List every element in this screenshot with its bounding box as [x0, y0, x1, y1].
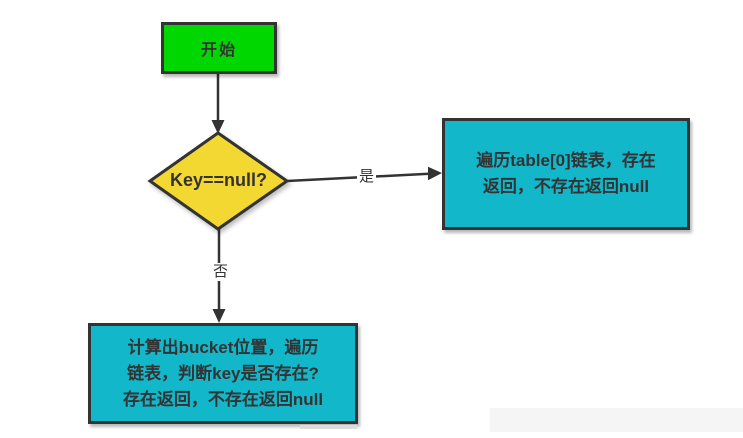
no-edge-label: 否	[211, 263, 231, 281]
process-node-table0: 遍历table[0]链表，存在 返回，不存在返回null	[442, 118, 690, 230]
process-node-table0-line2: 返回，不存在返回null	[482, 177, 650, 196]
process-node-bucket-line3: 存在返回，不存在返回null	[122, 389, 324, 409]
start-node-label: 开始	[200, 42, 237, 59]
arrowhead-down-icon	[211, 120, 225, 134]
yes-edge-label: 是	[357, 168, 377, 186]
process-node-bucket: 计算出bucket位置，遍历 链表，判断key是否存在? 存在返回，不存在返回n…	[88, 323, 358, 424]
decision-diamond-shape	[147, 131, 290, 231]
page-edge-artifact-left	[300, 425, 357, 429]
process-node-table0-line1: 遍历table[0]链表，存在	[476, 151, 656, 170]
process-node-bucket-line2: 链表，判断key是否存在?	[127, 363, 319, 383]
page-edge-artifact-right	[490, 408, 743, 432]
edge-start-to-decision	[211, 74, 225, 134]
start-node: 开始	[161, 22, 277, 74]
arrowhead-down-icon	[212, 309, 226, 323]
arrowhead-right-icon	[428, 166, 442, 181]
process-node-bucket-line1: 计算出bucket位置，遍历	[127, 337, 319, 357]
